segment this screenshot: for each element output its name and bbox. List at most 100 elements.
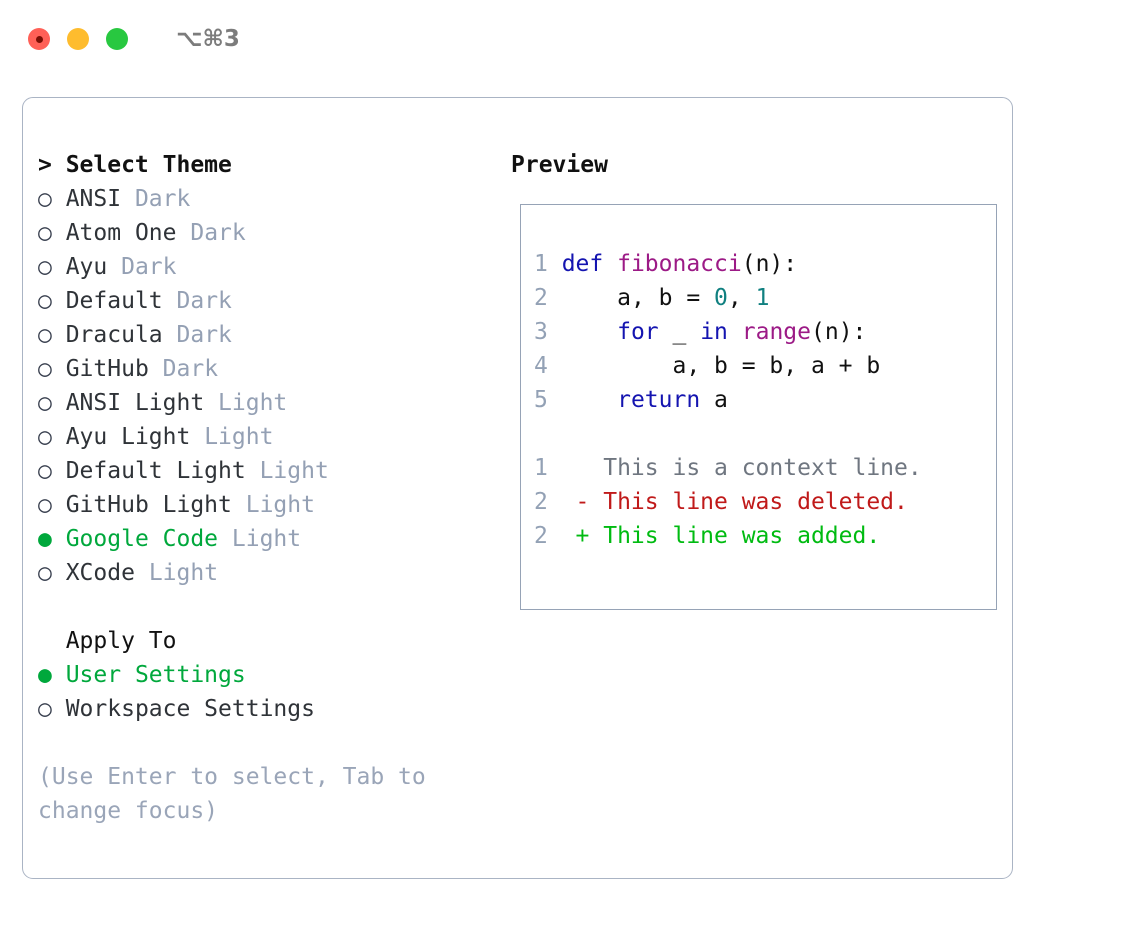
line-number: 2 xyxy=(534,489,548,515)
line-number: 1 xyxy=(534,251,548,277)
theme-variant-badge: Dark xyxy=(134,186,191,212)
theme-option-xcode[interactable]: ○ XCode Light xyxy=(38,556,488,590)
code-token: (n): xyxy=(811,319,867,345)
theme-list: ○ ANSI Dark○ Atom One Dark○ Ayu Dark○ De… xyxy=(38,182,488,590)
theme-option-github[interactable]: ○ GitHub Dark xyxy=(38,352,488,386)
preview-heading: Preview xyxy=(511,152,608,178)
theme-option-dracula[interactable]: ○ Dracula Dark xyxy=(38,318,488,352)
diff-line-text: This is a context line. xyxy=(575,455,922,481)
theme-option-label: Dracula xyxy=(65,322,163,348)
keyboard-hint: (Use Enter to select, Tab to change focu… xyxy=(38,764,426,824)
apply-to-option-workspace-settings[interactable]: ○ Workspace Settings xyxy=(38,692,488,726)
maximize-window-icon[interactable] xyxy=(106,28,128,50)
theme-variant-badge: Light xyxy=(204,424,274,450)
radio-unselected-icon: ○ xyxy=(38,254,52,280)
code-token xyxy=(562,387,617,413)
line-number: 2 xyxy=(534,285,548,311)
line-number: 1 xyxy=(534,455,548,481)
diff-line-del: 2 - This line was deleted. xyxy=(521,485,996,519)
line-number: 5 xyxy=(534,387,548,413)
apply-to-option-label: Workspace Settings xyxy=(65,696,315,722)
theme-variant-badge: Dark xyxy=(190,220,246,246)
window-titlebar: ⌥⌘3 xyxy=(0,0,1140,78)
code-token: def xyxy=(561,251,618,277)
apply-to-option-label: User Settings xyxy=(65,662,246,688)
radio-unselected-icon: ○ xyxy=(38,458,52,484)
code-line: 4 a, b = b, a + b xyxy=(521,349,996,383)
theme-option-ayu[interactable]: ○ Ayu Dark xyxy=(38,250,488,284)
apply-to-heading: Apply To xyxy=(65,628,177,654)
theme-option-default-light[interactable]: ○ Default Light Light xyxy=(38,454,488,488)
code-token xyxy=(562,319,617,345)
theme-option-github-light[interactable]: ○ GitHub Light Light xyxy=(38,488,488,522)
code-token: range xyxy=(741,319,811,345)
theme-variant-badge: Light xyxy=(245,492,315,518)
code-token: (n): xyxy=(741,251,798,277)
code-token: 1 xyxy=(755,285,770,311)
radio-unselected-icon: ○ xyxy=(38,220,52,246)
radio-unselected-icon: ○ xyxy=(38,322,52,348)
theme-option-label: Default Light xyxy=(65,458,246,484)
theme-list-column: > Select Theme ○ ANSI Dark○ Atom One Dar… xyxy=(23,98,488,878)
theme-variant-badge: Light xyxy=(148,560,219,586)
apply-to-option-user-settings[interactable]: ● User Settings xyxy=(38,658,488,692)
line-number: 2 xyxy=(534,523,548,549)
code-line: 1 def fibonacci(n): xyxy=(521,247,996,281)
diff-line-ctx: 1 This is a context line. xyxy=(521,451,996,485)
theme-option-label: GitHub Light xyxy=(65,492,232,518)
radio-unselected-icon: ○ xyxy=(38,424,52,450)
theme-option-label: Google Code xyxy=(65,526,219,552)
minimize-window-icon[interactable] xyxy=(67,28,89,50)
radio-unselected-icon: ○ xyxy=(38,186,52,212)
code-token: for xyxy=(617,319,659,345)
code-line: 3 for _ in range(n): xyxy=(521,315,996,349)
theme-variant-badge: Dark xyxy=(176,322,232,348)
radio-unselected-icon: ○ xyxy=(38,696,52,722)
theme-option-label: Default xyxy=(65,288,163,314)
code-token: a, b = b, a + b xyxy=(561,353,881,379)
code-token: _ xyxy=(658,319,701,345)
code-token: fibonacci xyxy=(617,251,742,277)
radio-unselected-icon: ○ xyxy=(38,560,52,586)
radio-unselected-icon: ○ xyxy=(38,356,52,382)
theme-variant-badge: Dark xyxy=(162,356,219,382)
radio-selected-icon: ● xyxy=(38,662,52,688)
code-token: 0 xyxy=(714,285,728,311)
section-spacer xyxy=(38,590,488,624)
preview-column: Preview 1 def fibonacci(n):2 a, b = 0, 1… xyxy=(488,98,1012,878)
theme-option-atom-one[interactable]: ○ Atom One Dark xyxy=(38,216,488,250)
radio-unselected-icon: ○ xyxy=(38,492,52,518)
code-line: 5 return a xyxy=(521,383,996,417)
code-line: 2 a, b = 0, 1 xyxy=(521,281,996,315)
diff-line-add: 2 + This line was added. xyxy=(521,519,996,553)
code-token: a xyxy=(700,387,728,413)
theme-option-ayu-light[interactable]: ○ Ayu Light Light xyxy=(38,420,488,454)
theme-variant-badge: Light xyxy=(218,390,288,416)
theme-option-label: Ayu xyxy=(65,254,108,280)
close-window-icon[interactable] xyxy=(28,28,50,50)
code-spacer xyxy=(521,417,996,451)
theme-variant-badge: Dark xyxy=(176,288,232,314)
diff-line-text: - This line was deleted. xyxy=(575,489,908,515)
theme-variant-badge: Light xyxy=(231,526,302,552)
theme-option-ansi[interactable]: ○ ANSI Dark xyxy=(38,182,488,216)
radio-unselected-icon: ○ xyxy=(38,288,52,314)
theme-option-default[interactable]: ○ Default Dark xyxy=(38,284,488,318)
theme-option-label: ANSI xyxy=(65,186,122,212)
theme-option-ansi-light[interactable]: ○ ANSI Light Light xyxy=(38,386,488,420)
code-token: a, b = xyxy=(561,285,715,311)
theme-option-google-code[interactable]: ● Google Code Light xyxy=(38,522,488,556)
main-panel: > Select Theme ○ ANSI Dark○ Atom One Dar… xyxy=(22,97,1013,879)
traffic-lights xyxy=(28,28,128,50)
code-token xyxy=(728,319,742,345)
line-number: 3 xyxy=(534,319,548,345)
theme-variant-badge: Dark xyxy=(121,254,177,280)
line-number: 4 xyxy=(534,353,548,379)
diff-sample: 1 This is a context line.2 - This line w… xyxy=(521,451,996,553)
code-token: in xyxy=(700,319,728,345)
panel-body: > Select Theme ○ ANSI Dark○ Atom One Dar… xyxy=(23,98,1012,878)
window-shortcut-label: ⌥⌘3 xyxy=(176,26,240,52)
theme-variant-badge: Light xyxy=(259,458,329,484)
